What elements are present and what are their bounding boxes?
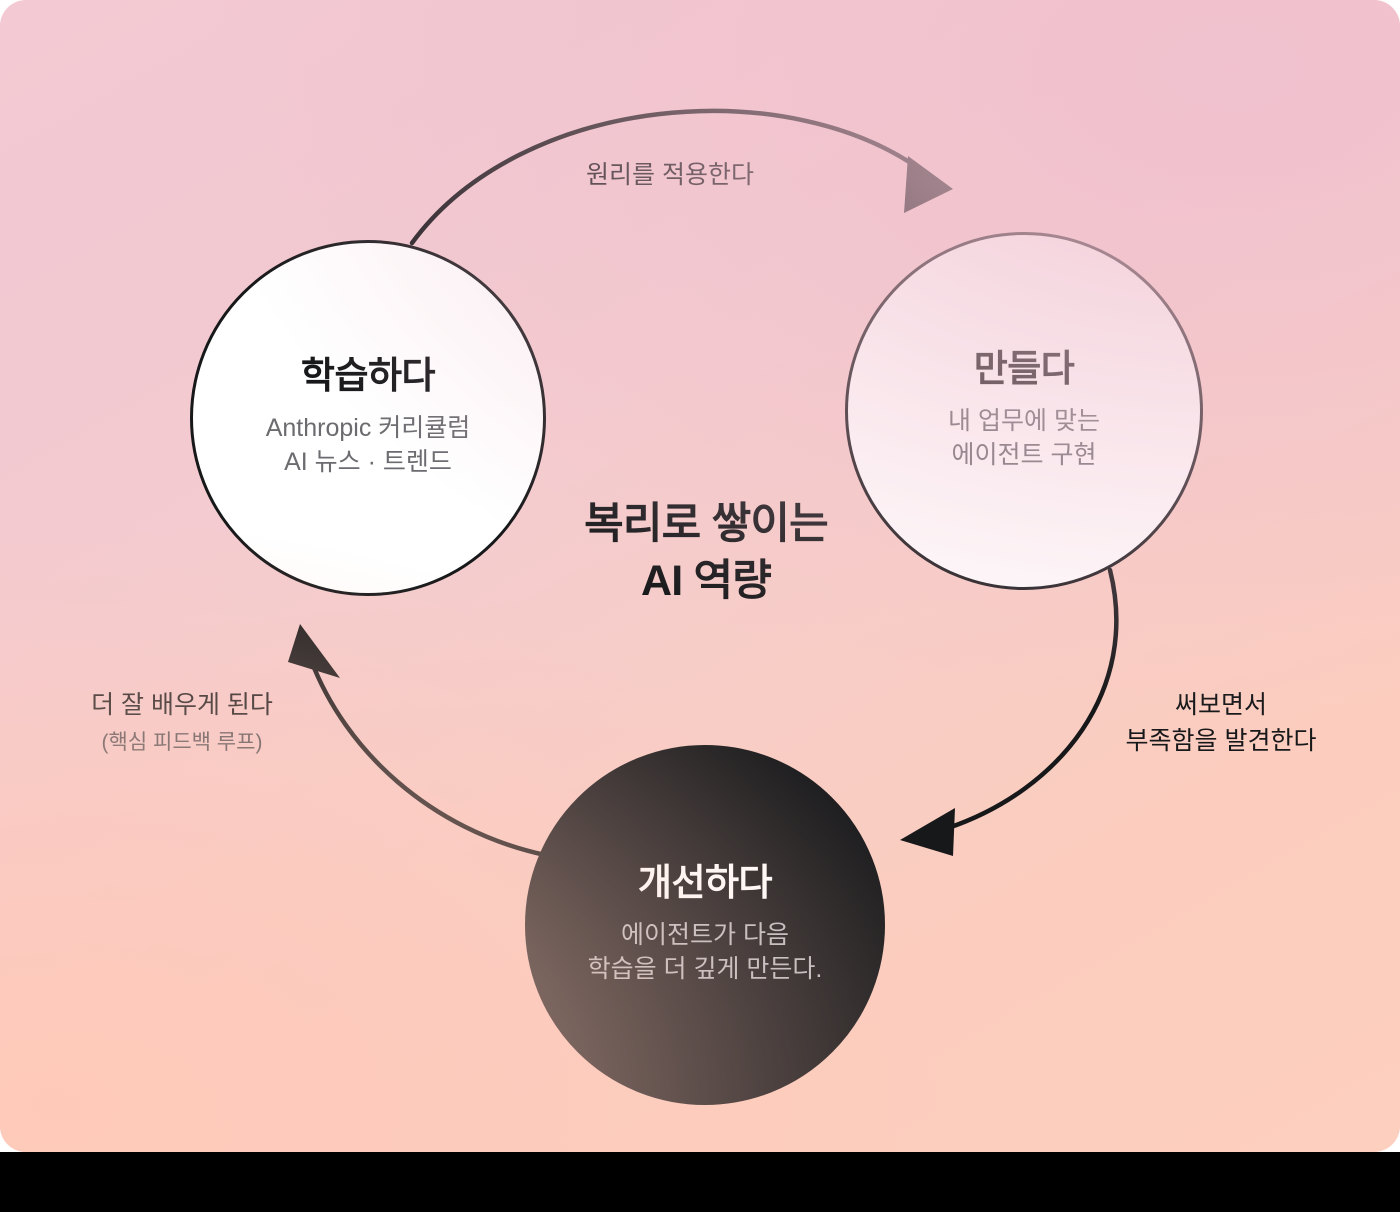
arrowhead-triangle-icon (904, 156, 953, 213)
node-build[interactable]: 만들다 내 업무에 맞는 에이전트 구현 (845, 232, 1203, 590)
edge-apply-path (409, 108, 931, 246)
node-improve-sub-line2: 학습을 더 깊게 만든다. (587, 955, 823, 984)
edge-apply-arrow (409, 108, 953, 246)
node-build-sub-line1: 내 업무에 맞는 (948, 406, 1100, 435)
edge-label-discover-line2: 부족함을 발견한다 (1125, 726, 1317, 755)
node-build-subtitle: 내 업무에 맞는 에이전트 구현 (948, 404, 1100, 473)
arrowhead-triangle-icon (900, 808, 955, 856)
edge-label-discover-line1: 써보면서 (1174, 691, 1267, 719)
cycle-arrows-svg (288, 108, 1119, 858)
center-headline-line1: 복리로 쌓이는 (584, 500, 829, 548)
node-improve-sub-line1: 에이전트가 다음 (621, 920, 789, 949)
gradient-card: 학습하다 Anthropic 커리큘럼 AI 뉴스 · 트렌드 만들다 내 업무… (0, 0, 1400, 1152)
edge-label-feedback-subtext: (핵심 피드백 루프) (101, 730, 263, 754)
edge-label-feedback: 더 잘 배우게 된다 (핵심 피드백 루프) (38, 688, 326, 757)
node-improve-title: 개선하다 (637, 862, 773, 904)
node-learn-sub-line1: Anthropic 커리큘럼 (265, 413, 471, 442)
node-learn[interactable]: 학습하다 Anthropic 커리큘럼 AI 뉴스 · 트렌드 (190, 240, 546, 596)
node-learn-sub-line2: AI 뉴스 · 트렌드 (284, 448, 452, 477)
edge-discover-arrow (900, 567, 1119, 856)
edge-label-feedback-text: 더 잘 배우게 된다 (91, 691, 273, 719)
edge-feedback-arrow (288, 624, 548, 858)
arrowhead-triangle-icon (288, 624, 340, 678)
node-improve-subtitle: 에이전트가 다음 학습을 더 깊게 만든다. (588, 918, 823, 987)
edge-discover-path (945, 567, 1119, 831)
node-learn-title: 학습하다 (300, 355, 436, 397)
edge-feedback-path (308, 657, 548, 858)
node-learn-subtitle: Anthropic 커리큘럼 AI 뉴스 · 트렌드 (266, 411, 471, 480)
bottom-black-band (0, 1152, 1400, 1212)
node-improve[interactable]: 개선하다 에이전트가 다음 학습을 더 깊게 만든다. (525, 745, 885, 1105)
center-headline-line2: AI 역량 (640, 556, 772, 605)
edge-label-discover: 써보면서 부족함을 발견한다 (1078, 688, 1364, 759)
node-build-sub-line2: 에이전트 구현 (951, 441, 1097, 470)
center-headline: 복리로 쌓이는 AI 역량 (520, 496, 892, 610)
edge-label-apply-text: 원리를 적용한다 (586, 161, 754, 189)
edge-label-apply: 원리를 적용한다 (520, 158, 820, 194)
node-build-title: 만들다 (973, 348, 1075, 390)
